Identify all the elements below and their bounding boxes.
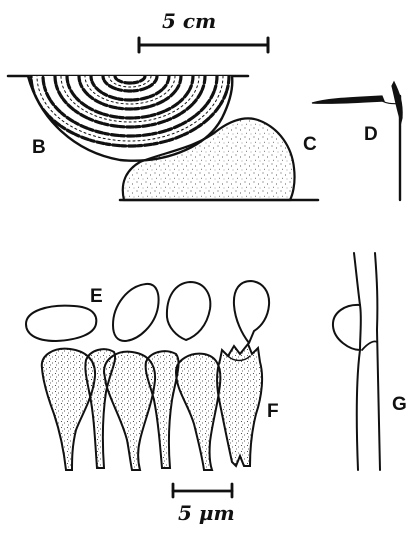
figure-d-section: D [312, 82, 402, 200]
label-d: D [364, 124, 378, 145]
spore [167, 282, 210, 340]
micro-scale-label: 5 μm [178, 501, 235, 525]
label-e: E [90, 286, 103, 307]
figure-f-basidia: F [42, 344, 279, 470]
macro-scale-bar: 5 cm [139, 9, 268, 52]
figure-g-clamp-connection: G [333, 253, 407, 470]
label-g: G [392, 394, 407, 415]
figure-e-spores: E [26, 281, 269, 343]
spore [26, 306, 96, 341]
label-c: C [303, 134, 317, 155]
basidium [146, 351, 179, 468]
basidium [217, 344, 262, 466]
macro-scale-label: 5 cm [162, 9, 216, 33]
label-b: B [32, 137, 46, 158]
label-f: F [267, 401, 279, 422]
micro-scale-bar: 5 μm [173, 484, 235, 525]
spore [113, 284, 159, 341]
basidium [176, 354, 220, 470]
spore [234, 281, 269, 343]
